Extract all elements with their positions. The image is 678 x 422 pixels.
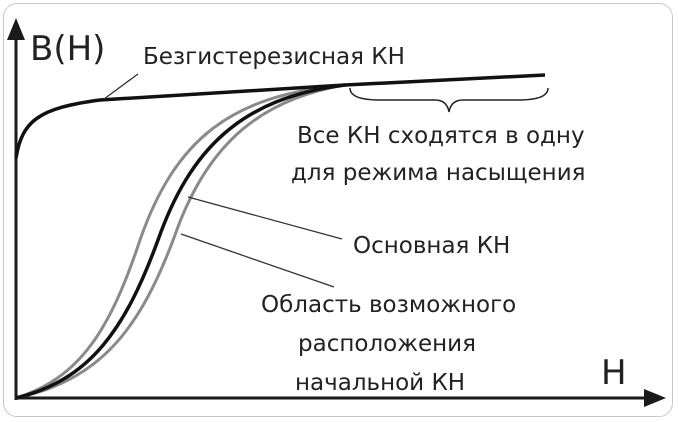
pointer-region	[180, 233, 335, 288]
pointer-anhysteretic	[103, 73, 139, 100]
x-axis-arrow-icon	[644, 389, 666, 407]
converge-label-line1: Все КН сходятся в одну	[297, 123, 585, 149]
anhysteretic-label: Безгистерезисная КН	[143, 44, 405, 70]
converge-label-line2: для режима насыщения	[291, 160, 586, 186]
main-curve	[15, 83, 346, 400]
main-curve-label: Основная КН	[353, 233, 510, 259]
anhysteretic-curve	[14, 73, 546, 159]
lower-bound-curve	[15, 83, 346, 400]
saturation-brace-icon	[349, 87, 549, 113]
region-label-line3: начальной КН	[295, 370, 465, 396]
upper-bound-curve	[15, 83, 346, 400]
diagram-frame	[3, 3, 673, 417]
y-axis-label: B(H)	[30, 29, 105, 69]
y-axis-arrow-icon	[7, 18, 25, 40]
x-axis-label: H	[601, 353, 627, 393]
region-label-line1: Область возможного	[261, 292, 516, 318]
pointer-main-curve	[187, 196, 343, 240]
region-label-line2: расположения	[298, 331, 476, 357]
